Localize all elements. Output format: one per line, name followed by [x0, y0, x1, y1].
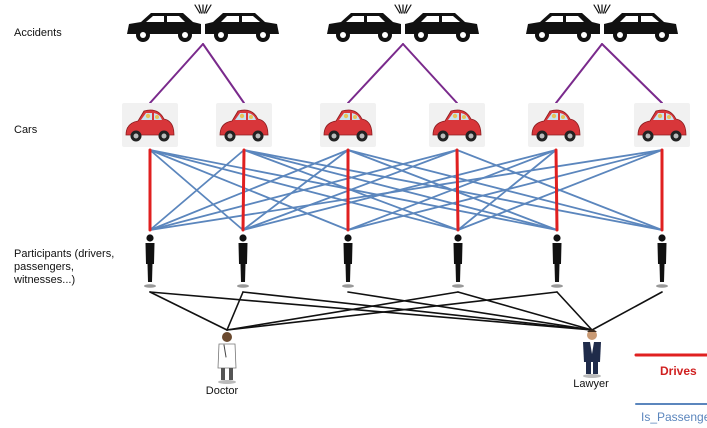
attends-lawyer-edge — [591, 291, 663, 331]
person-silhouette-icon — [342, 234, 354, 288]
red-car-icon — [122, 103, 178, 147]
accident-car-link — [601, 43, 663, 104]
red-car-icon — [528, 103, 584, 147]
attends-doctor-edge — [149, 291, 228, 331]
car-collision-icon — [327, 4, 479, 42]
is-passenger-edge — [347, 149, 663, 231]
drives-edge — [241, 148, 246, 232]
accident-car-link — [202, 43, 245, 104]
attends-lawyer-edge — [457, 291, 593, 331]
doctor-icon — [217, 332, 237, 384]
is-passenger-edge — [242, 149, 557, 231]
red-car-icon — [216, 103, 272, 147]
is-passenger-edge — [149, 149, 245, 231]
legend-drives-label: Drives — [660, 364, 697, 378]
link-layer — [148, 43, 664, 331]
car-collision-icon — [127, 4, 279, 42]
attends-lawyer-edge — [149, 291, 593, 331]
is-passenger-edge — [457, 149, 663, 231]
lawyer-icon — [583, 329, 601, 378]
red-car-icon — [429, 103, 485, 147]
doctor-label: Doctor — [205, 385, 239, 397]
person-silhouette-icon — [452, 234, 464, 288]
is-passenger-edge — [149, 149, 349, 231]
person-silhouette-icon — [551, 234, 563, 288]
is-passenger-edge — [347, 149, 557, 231]
attends-doctor-edge — [226, 291, 244, 331]
accidents-label: Accidents — [14, 27, 62, 39]
red-car-icon — [634, 103, 690, 147]
person-silhouette-icon — [237, 234, 249, 288]
accident-car-link — [402, 43, 458, 104]
accident-car-link — [347, 43, 404, 104]
cars-label: Cars — [14, 124, 38, 136]
is-passenger-edge — [242, 149, 458, 231]
person-silhouette-icon — [144, 234, 156, 288]
red-car-icon — [320, 103, 376, 147]
drives-edge — [455, 148, 460, 232]
attends-doctor-edge — [226, 291, 558, 331]
attends-doctor-edge — [226, 291, 459, 331]
lawyer-label: Lawyer — [573, 378, 609, 390]
attends-lawyer-edge — [242, 291, 593, 331]
is-passenger-edge — [242, 149, 349, 231]
legend-is-passenger-label: Is_Passenge — [641, 410, 707, 424]
attends-lawyer-edge — [556, 291, 593, 331]
is-passenger-edge — [149, 149, 663, 231]
drives-edge — [554, 148, 559, 232]
is-passenger-edge — [149, 149, 458, 231]
participants-label: Participants (drivers, passengers, witne… — [14, 248, 115, 286]
person-silhouette-icon — [656, 234, 668, 288]
accident-car-link — [555, 43, 603, 104]
car-collision-icon — [526, 4, 678, 42]
accident-car-link — [149, 43, 204, 104]
icon-layer — [122, 4, 707, 405]
attends-lawyer-edge — [347, 291, 593, 331]
